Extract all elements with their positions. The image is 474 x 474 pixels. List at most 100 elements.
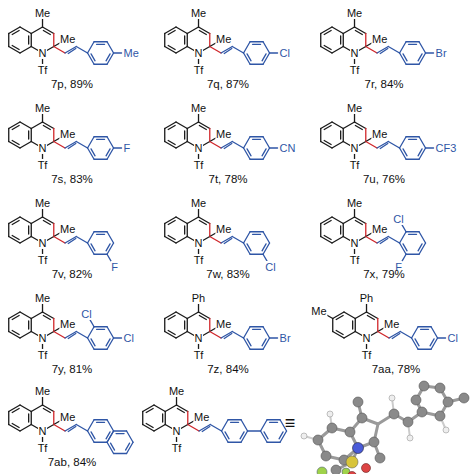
bond-line (355, 122, 366, 129)
bond-line (9, 405, 20, 412)
bond-line (43, 405, 54, 412)
atom-label: Me (371, 32, 388, 44)
bond-line (94, 442, 107, 443)
atom-label: Me (168, 385, 185, 397)
bond-line (377, 319, 378, 332)
bond-line (187, 312, 198, 319)
bond-line (42, 209, 43, 217)
bond-line (261, 420, 268, 431)
bond-line (20, 332, 31, 339)
bond-line (43, 125, 50, 129)
atom-label: Me (310, 304, 327, 316)
atom-label: Me (34, 385, 51, 397)
bond-line (88, 431, 95, 442)
bond-line (403, 244, 407, 251)
bond-line (107, 137, 114, 148)
atom-label: N (38, 142, 48, 154)
atom-label: Me (383, 317, 400, 329)
atom-label: CF3 (435, 142, 458, 154)
bond-line (406, 41, 419, 42)
bond-line (114, 453, 127, 454)
bond-line (224, 143, 232, 148)
bond-line (43, 30, 50, 34)
bond-line (253, 329, 261, 330)
bond-line (221, 237, 232, 244)
bond-line (168, 30, 175, 34)
bond-line (377, 47, 388, 54)
atom-label: Me (215, 317, 232, 329)
bond-line (267, 442, 280, 443)
bond-line (244, 53, 251, 64)
atom-label: Me (34, 102, 51, 114)
atom-label: Me (215, 127, 232, 139)
bond-line (20, 142, 31, 149)
bond-line (9, 142, 20, 149)
atom-label: N (194, 142, 204, 154)
bond-line (54, 332, 65, 339)
bond-line (431, 338, 438, 349)
bond-line (438, 337, 446, 338)
bond-line (263, 232, 270, 243)
bond-line (154, 425, 165, 432)
bond-line (262, 54, 266, 61)
atom-label: N (38, 237, 48, 249)
atom-label: Me (190, 197, 207, 209)
bond-line (8, 34, 9, 47)
bond-line (94, 231, 107, 232)
bond-line (53, 319, 54, 332)
bond-line (389, 332, 400, 339)
bond-line (9, 122, 20, 129)
atom-label: N (194, 237, 204, 249)
bond-line (88, 53, 95, 64)
bond-line (107, 420, 114, 431)
bond-line (97, 329, 105, 330)
bond-line (107, 338, 114, 349)
bond-line (198, 114, 199, 122)
bond-line (53, 129, 54, 142)
bond-line (419, 232, 426, 243)
bond-line (388, 237, 399, 244)
bond-line (415, 339, 419, 346)
bond-line (168, 315, 175, 319)
bond-line (54, 47, 65, 54)
atom-label: Me (34, 197, 51, 209)
bond-line (409, 139, 417, 140)
bond-line (426, 52, 434, 53)
atom-label: Me (193, 410, 210, 422)
bond-line (418, 326, 431, 327)
bond-line (165, 405, 176, 412)
bond-line (31, 405, 42, 412)
bond-line (43, 220, 50, 224)
bond-line (344, 312, 355, 319)
bond-line (107, 431, 114, 442)
bond-line (244, 137, 251, 148)
bond-line (184, 321, 185, 329)
bond-line (253, 44, 261, 45)
bond-line (250, 136, 263, 137)
bond-line (409, 234, 417, 235)
bond-line (210, 237, 221, 244)
bond-line (91, 54, 95, 61)
bond-line (65, 142, 76, 149)
bond-line (244, 232, 251, 243)
bond-line (431, 327, 438, 338)
bond-line (68, 333, 76, 338)
bond-line (94, 159, 107, 160)
bond-line (8, 412, 9, 425)
bond-line (76, 332, 87, 339)
bond-line (366, 237, 377, 244)
bond-line (162, 414, 163, 422)
bond-line (146, 408, 153, 412)
atom-label: Tf (37, 442, 49, 454)
bond-line (267, 419, 280, 420)
bond-line (232, 142, 243, 149)
bond-line (340, 131, 341, 139)
bond-line (28, 321, 29, 329)
bond-line (421, 329, 429, 330)
bond-line (332, 47, 343, 54)
bond-line (165, 237, 176, 244)
bond-line (402, 225, 406, 232)
bond-line (202, 426, 210, 431)
bond-line (263, 338, 270, 349)
compound-label: 7p, 89% (50, 78, 94, 91)
